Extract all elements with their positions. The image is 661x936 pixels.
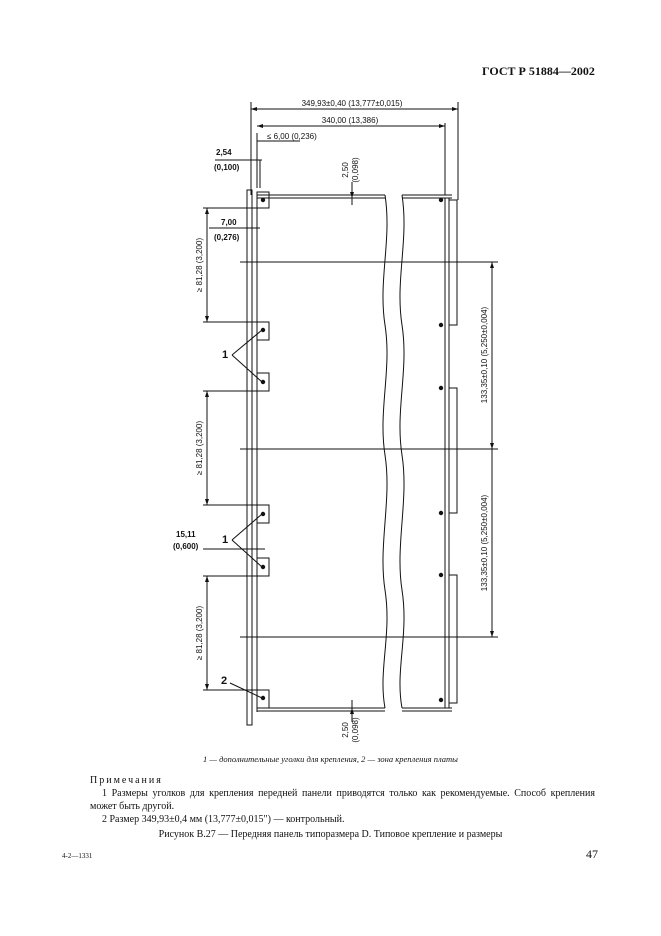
- dim-700: 7,00: [221, 218, 237, 227]
- dim-spacing-3: ≥ 81,28 (3,200): [195, 606, 204, 661]
- screw-icon: [438, 197, 444, 203]
- screw-icon: [438, 510, 444, 516]
- screw-icon: [260, 197, 266, 203]
- footer-code: 4-2—1331: [62, 852, 93, 860]
- page-number: 47: [586, 847, 598, 861]
- angle-bracket-1b: [256, 372, 270, 392]
- arrow-icon: [350, 192, 354, 198]
- screw-icon: [260, 327, 266, 333]
- angle-bracket-1c: [256, 504, 270, 524]
- dim-254: 2,54: [216, 148, 232, 157]
- arrow-icon: [205, 576, 209, 582]
- callout-1-upper: 1: [222, 349, 228, 361]
- leader-1a-top: [231, 329, 263, 356]
- leader-1b-top: [231, 513, 263, 541]
- right-bracket-3: [448, 574, 458, 704]
- arrow-icon: [205, 391, 209, 397]
- arrow-icon: [490, 262, 494, 268]
- dim-spacing-2: ≥ 81,28 (3,200): [195, 421, 204, 476]
- dim-250-top-inch: (0,098): [351, 157, 360, 183]
- arrow-icon: [490, 443, 494, 449]
- arrow-icon: [350, 708, 354, 714]
- technical-drawing: 349,93±0,40 (13,777±0,015) 340,00 (13,38…: [173, 99, 498, 743]
- right-bracket-2: [448, 387, 458, 514]
- callout-2: 2: [221, 675, 227, 687]
- arrow-icon: [439, 124, 445, 128]
- arrow-icon: [205, 316, 209, 322]
- dim-254-inch: (0,100): [214, 163, 240, 172]
- screw-icon: [438, 572, 444, 578]
- arrow-icon: [490, 631, 494, 637]
- arrow-icon: [452, 107, 458, 111]
- front-panel-plate: [246, 189, 253, 726]
- document-code: ГОСТ Р 51884—2002: [482, 64, 595, 78]
- angle-bracket-1a: [256, 321, 270, 341]
- screw-icon: [260, 564, 266, 570]
- screw-icon: [438, 697, 444, 703]
- dim-pitch-2: 133,35±0,10 (5,250±0,004): [480, 494, 489, 591]
- screw-icon: [260, 695, 266, 701]
- angle-bracket-1d: [256, 557, 270, 577]
- note-1: 1 Размеры уголков для крепления передней…: [90, 788, 595, 812]
- dim-1511-inch: (0,600): [173, 542, 199, 551]
- arrow-icon: [205, 499, 209, 505]
- dim-pitch-1: 133,35±0,10 (5,250±0,004): [480, 306, 489, 403]
- screw-icon: [438, 322, 444, 328]
- arrow-icon: [257, 124, 263, 128]
- arrow-icon: [251, 107, 257, 111]
- arrow-icon: [205, 684, 209, 690]
- dim-250-bottom-inch: (0,098): [351, 717, 360, 743]
- leader-1a-bottom: [231, 354, 263, 383]
- dim-700-inch: (0,276): [214, 233, 240, 242]
- dim-max-offset: ≤ 6,00 (0,236): [267, 132, 317, 141]
- break-line-left: [382, 194, 388, 709]
- drawing-legend: 1 — дополнительные уголки для крепления,…: [203, 754, 458, 764]
- screw-icon: [260, 379, 266, 385]
- note-2: 2 Размер 349,93±0,4 мм (13,777±0,015") —…: [102, 814, 345, 825]
- callout-1-lower: 1: [222, 534, 228, 546]
- break-line-right: [399, 194, 405, 709]
- dim-overall: 349,93±0,40 (13,777±0,015): [302, 99, 403, 108]
- dim-250-bottom: 2,50: [341, 722, 350, 738]
- notes-title: Примечания: [90, 775, 163, 786]
- dim-inner: 340,00 (13,386): [322, 116, 379, 125]
- screw-icon: [438, 385, 444, 391]
- screw-icon: [260, 511, 266, 517]
- dim-spacing-1: ≥ 81,28 (3,200): [195, 238, 204, 293]
- angle-bracket-bottom: [256, 689, 270, 709]
- leader-1b-bottom: [231, 539, 263, 568]
- leader-2: [229, 682, 263, 699]
- dim-1511: 15,11: [176, 530, 196, 539]
- figure-caption: Рисунок В.27 — Передняя панель типоразме…: [158, 829, 503, 840]
- dim-250-top: 2,50: [341, 162, 350, 178]
- arrow-icon: [205, 208, 209, 214]
